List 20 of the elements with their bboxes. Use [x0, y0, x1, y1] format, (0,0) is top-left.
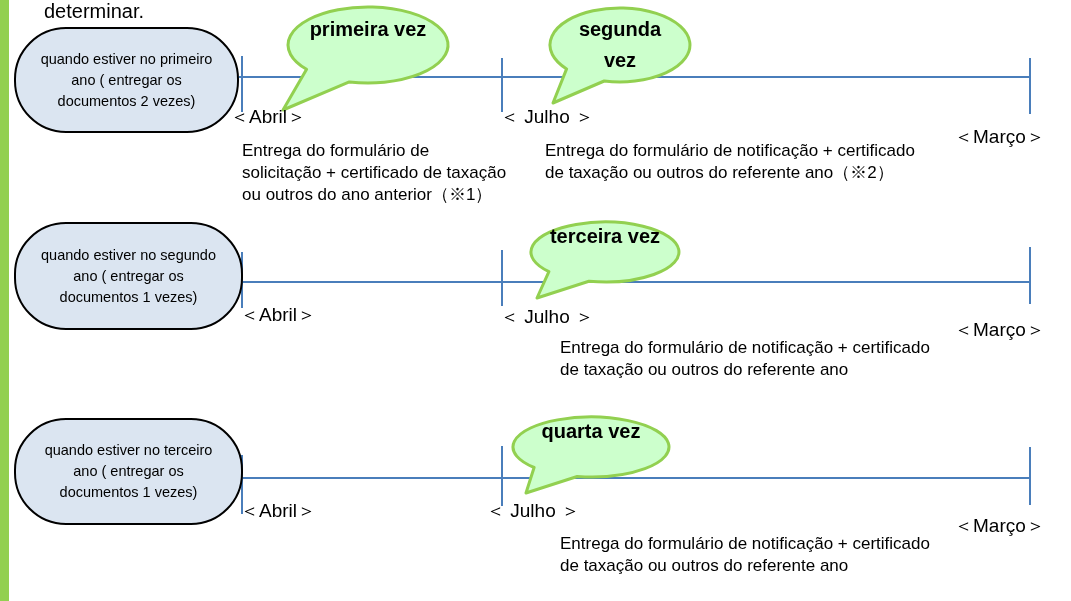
- timeline: [242, 477, 1031, 479]
- heading-text: determinar.: [44, 0, 145, 22]
- month-label: ＜Março＞: [954, 319, 1045, 341]
- speech-bubble: quarta vez: [510, 414, 672, 496]
- timeline: [242, 281, 1031, 283]
- month-label: ＜Abril＞: [240, 500, 316, 522]
- month-label: ＜ Julho ＞: [500, 306, 594, 328]
- month-label: ＜ Julho ＞: [500, 106, 594, 128]
- month-label: ＜ Julho ＞: [486, 500, 580, 522]
- description-text: Entrega do formulário de notificação + certificado de taxação ou outros do referente ano: [560, 533, 931, 577]
- rounded-box: quando estiver no segundo ano ( entregar os documentos 1 vezes): [14, 222, 243, 330]
- month-label: ＜Março＞: [954, 515, 1045, 537]
- description-text: Entrega do formulário de notificação + certificado de taxação ou outros do referente ano（※2）: [545, 140, 916, 184]
- rounded-box: quando estiver no terceiro ano ( entregar os documentos 1 vezes): [14, 418, 243, 525]
- description-text: Entrega do formulário de notificação + certificado de taxação ou outros do referente ano: [560, 337, 931, 381]
- month-label: ＜Março＞: [954, 126, 1045, 148]
- month-label: ＜Abril＞: [240, 304, 316, 326]
- description-text: Entrega do formulário de solicitação + certificado de taxação ou outros do ano anterior（※1）: [242, 140, 508, 206]
- speech-bubble: segunda vez: [547, 5, 693, 106]
- speech-bubble: terceira vez: [528, 219, 682, 301]
